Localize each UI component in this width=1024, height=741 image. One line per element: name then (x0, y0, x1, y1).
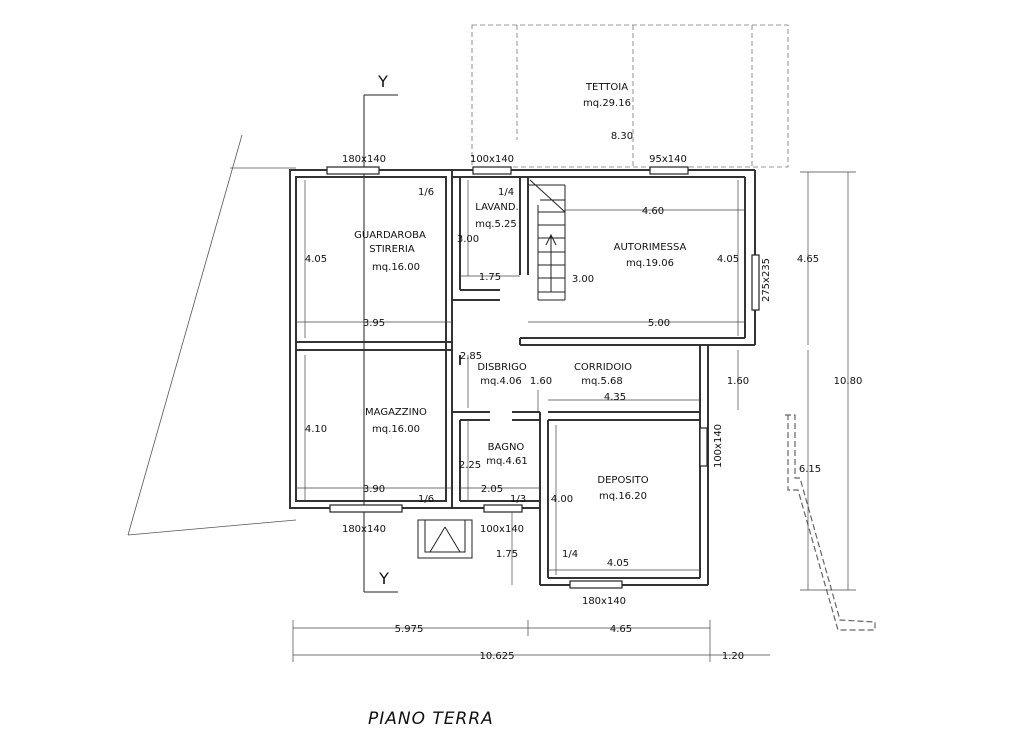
dimension-labels: 8.30 4.60 4.05 3.00 1.75 3.00 4.05 3.95 … (305, 131, 862, 662)
tettoia-outline (471, 24, 789, 168)
dim-500: 5.00 (648, 318, 670, 329)
dim-465-bottom: 4.65 (610, 624, 632, 635)
room-deposito-name: DEPOSITO (597, 475, 648, 486)
room-lavanderia-area: mq.5.25 (475, 219, 517, 230)
ratio-guardaroba: 1/6 (418, 187, 434, 198)
room-bagno-area: mq.4.61 (486, 456, 528, 467)
dim-285: 2.85 (460, 351, 482, 362)
dim-405-left: 4.05 (305, 254, 327, 265)
dim-390: 3.90 (363, 484, 385, 495)
dim-175-lavand: 1.75 (479, 272, 501, 283)
site-boundary (127, 134, 297, 536)
room-guardaroba-name: GUARDAROBA (354, 230, 426, 241)
window-label-1: 180x140 (342, 154, 386, 165)
room-labels: TETTOIA mq.29.16 GUARDAROBA STIRERIA mq.… (354, 82, 686, 502)
dim-160-right: 1.60 (727, 376, 749, 387)
room-disbrigo-name: DISBRIGO (477, 362, 527, 373)
dim-830: 8.30 (611, 131, 633, 142)
axis-label-bottom: Y (378, 569, 389, 588)
room-tettoia-name: TETTOIA (585, 82, 628, 93)
dimension-lines (292, 171, 856, 662)
walls (289, 169, 756, 586)
room-bagno-name: BAGNO (488, 442, 525, 453)
dim-410: 4.10 (305, 424, 327, 435)
ratio-deposito: 1/4 (562, 549, 578, 560)
dim-405-right: 4.05 (717, 254, 739, 265)
room-tettoia-area: mq.29.16 (583, 98, 631, 109)
dim-460: 4.60 (642, 206, 664, 217)
entrance-steps (417, 519, 473, 559)
external-ramp (785, 414, 876, 631)
dim-300-stair: 3.00 (572, 274, 594, 285)
window-labels: 180x140 100x140 95x140 275x235 100x140 1… (342, 154, 772, 607)
axis-yy: Y Y (363, 72, 398, 593)
staircase (528, 179, 566, 301)
dim-225: 2.25 (459, 460, 481, 471)
window-label-5: 100x140 (713, 424, 724, 468)
dim-395: 3.95 (363, 318, 385, 329)
ratio-lavanderia: 1/4 (498, 187, 514, 198)
dim-160-left: 1.60 (530, 376, 552, 387)
room-magazzino-area: mq.16.00 (372, 424, 420, 435)
dim-615: 6.15 (799, 464, 821, 475)
dim-5975: 5.975 (395, 624, 424, 635)
windows (326, 166, 760, 589)
window-label-7: 100x140 (480, 524, 524, 535)
ratio-magazzino: 1/6 (418, 494, 434, 505)
room-autorimessa-area: mq.19.06 (626, 258, 674, 269)
room-disbrigo-area: mq.4.06 (480, 376, 522, 387)
room-deposito-area: mq.16.20 (599, 491, 647, 502)
room-magazzino-name: MAGAZZINO (365, 407, 427, 418)
window-label-3: 95x140 (649, 154, 687, 165)
dim-175-bottom: 1.75 (496, 549, 518, 560)
window-label-6: 180x140 (342, 524, 386, 535)
dim-465-right: 4.65 (797, 254, 819, 265)
dim-205: 2.05 (481, 484, 503, 495)
ratio-bagno: 1/3 (510, 494, 526, 505)
room-stireria-name: STIRERIA (369, 244, 415, 255)
ratio-labels: 1/6 1/4 1/6 1/3 1/4 (418, 187, 578, 560)
dim-435: 4.35 (604, 392, 626, 403)
drawing-title: PIANO TERRA (368, 709, 494, 729)
dim-1080: 10.80 (834, 376, 863, 387)
room-autorimessa-name: AUTORIMESSA (614, 242, 687, 253)
room-corridoio-area: mq.5.68 (581, 376, 623, 387)
dim-300-lavand: 3.00 (457, 234, 479, 245)
room-lavanderia-name: LAVAND. (475, 202, 518, 213)
room-guardaroba-area: mq.16.00 (372, 262, 420, 273)
room-corridoio-name: CORRIDOIO (574, 362, 632, 373)
axis-label-top: Y (377, 72, 388, 91)
dim-10625: 10.625 (480, 651, 515, 662)
dim-120: 1.20 (722, 651, 744, 662)
window-label-4: 275x235 (761, 258, 772, 302)
window-label-8: 180x140 (582, 596, 626, 607)
dim-405-deposito: 4.05 (607, 558, 629, 569)
dim-400: 4.00 (551, 494, 573, 505)
window-label-2: 100x140 (470, 154, 514, 165)
